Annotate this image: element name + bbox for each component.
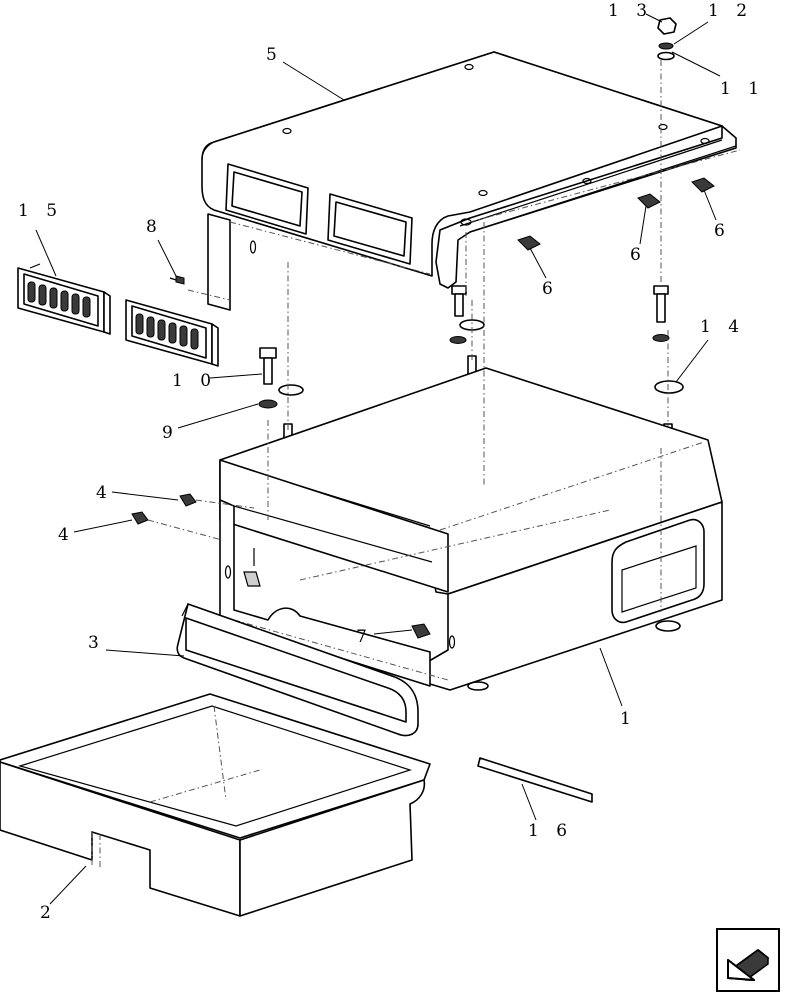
- callout-4a: 4: [96, 483, 113, 503]
- callout-6a: 6: [542, 279, 559, 299]
- vent-grille-right: [125, 299, 219, 367]
- callout-14: 1 4: [700, 317, 745, 337]
- callout-15: 1 5: [18, 201, 63, 221]
- callout-12: 1 2: [708, 1, 753, 21]
- arrow-down-left-icon: [727, 949, 769, 981]
- assembly-centerlines: [147, 60, 669, 612]
- callout-10: 1 0: [172, 371, 217, 391]
- top-cover: [201, 51, 741, 311]
- next-page-button[interactable]: [716, 928, 780, 992]
- callout-1: 1: [620, 709, 637, 729]
- callout-7: 7: [356, 627, 373, 647]
- callout-16: 1 6: [528, 821, 573, 841]
- callout-6c: 6: [714, 221, 731, 241]
- callout-3: 3: [88, 633, 105, 653]
- callout-9: 9: [162, 423, 179, 443]
- callout-5: 5: [266, 45, 283, 65]
- vent-grille-left: [17, 263, 111, 335]
- callout-11: 1 1: [720, 79, 765, 99]
- callout-4b: 4: [58, 525, 75, 545]
- drawer: [0, 693, 431, 917]
- callout-6b: 6: [630, 245, 647, 265]
- callout-8: 8: [146, 217, 163, 237]
- callout-labels: 5 1 1 1 2 1 3 1 5 8 6 6 6 1 4 1 0 9 4 4 …: [18, 1, 765, 923]
- base-housing: [219, 367, 723, 691]
- callout-2: 2: [40, 903, 57, 923]
- drawer-bezel: [176, 603, 419, 737]
- screw-8: [169, 275, 185, 285]
- nut-and-washers: [657, 17, 677, 61]
- callout-13: 1 3: [608, 1, 653, 21]
- clip-nut-group: [131, 177, 715, 639]
- seal-strip: [477, 757, 593, 803]
